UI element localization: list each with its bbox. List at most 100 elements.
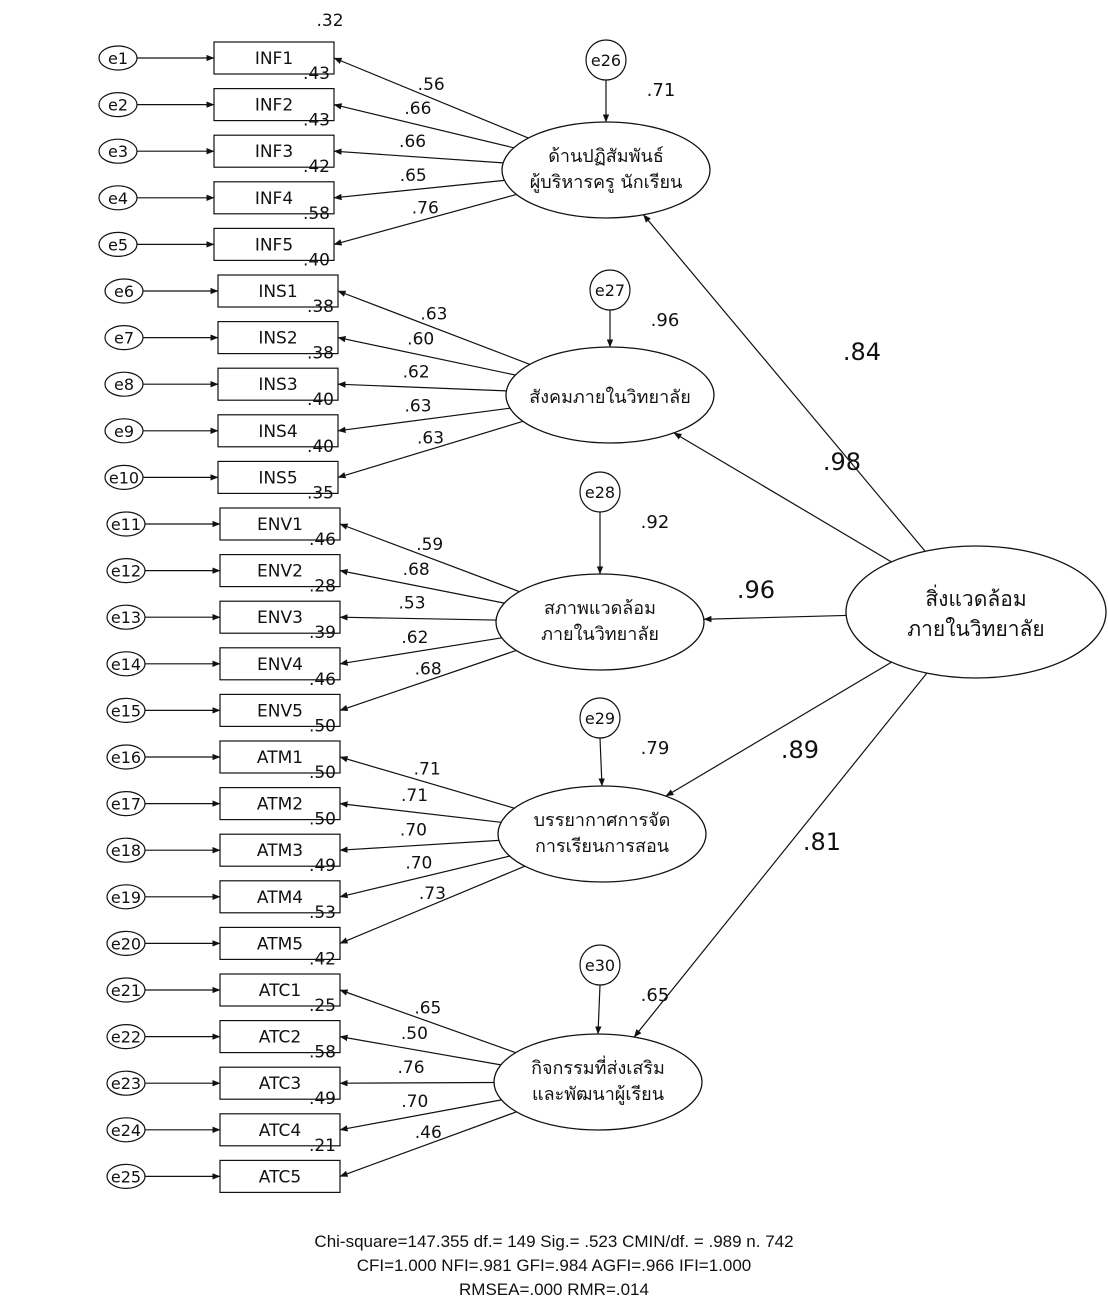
indicator-box [219, 507, 341, 541]
indicator-label: ATC5 [259, 1167, 301, 1187]
error-circle [106, 604, 146, 630]
indicator-r2: .40 [303, 250, 330, 270]
indicator-r2: .42 [303, 157, 330, 177]
first-order-factor-label: สภาพแวดล้อม [544, 598, 656, 619]
loading-arrow [337, 381, 507, 392]
structural-path-coefficient: .84 [843, 338, 881, 366]
indicator-label: INF1 [255, 49, 293, 69]
indicator-label: ENV4 [257, 655, 303, 675]
error-label: e13 [111, 608, 141, 627]
factor-loading: .65 [414, 998, 441, 1018]
indicator-r2: .50 [309, 763, 336, 783]
indicator-r2: .46 [309, 670, 336, 690]
factor-loading: .70 [400, 820, 427, 840]
error-circle [104, 464, 144, 490]
indicator-box [217, 460, 339, 494]
error-label: e3 [108, 142, 128, 161]
indicator-label: ATC1 [259, 981, 301, 1001]
fit-statistics-line-3: RMSEA=.000 RMR=.014 [459, 1280, 649, 1299]
indicator-label: INS2 [258, 329, 297, 349]
indicator-label: ATC3 [259, 1074, 301, 1094]
error-label: e2 [108, 96, 128, 115]
error-label: e16 [111, 748, 141, 767]
indicator-label: ATM3 [257, 841, 303, 861]
loading-arrow [337, 407, 511, 433]
first-order-factor-label: กิจกรรมที่ส่งเสริม [531, 1055, 665, 1079]
factor-loading: .50 [401, 1024, 428, 1044]
indicator-box [219, 740, 341, 774]
indicator-box [219, 553, 341, 588]
disturbance-circle [579, 697, 621, 739]
first-order-factor-label: ภายในวิทยาลัย [541, 623, 659, 645]
error-label: e21 [111, 981, 141, 1000]
indicator-label: ATM2 [257, 795, 303, 815]
indicator-label: INS1 [258, 282, 297, 302]
factor-loading: .63 [420, 305, 447, 325]
factor-loading: .59 [416, 535, 443, 555]
indicator-box [219, 833, 341, 867]
first-order-factor-ellipse [505, 346, 715, 444]
loading-arrow [333, 103, 514, 149]
factor-loading: .70 [401, 1092, 428, 1112]
structural-path-arrow [703, 614, 847, 623]
error-label: e8 [114, 375, 134, 394]
error-label: e5 [108, 235, 128, 254]
indicator-label: ATC4 [259, 1121, 301, 1141]
factor-loading: .66 [404, 99, 431, 119]
error-label: e10 [109, 468, 139, 487]
disturbance-circle [579, 944, 621, 986]
structural-path-coefficient: .89 [781, 736, 819, 764]
error-label: e14 [111, 655, 141, 674]
loading-arrow [339, 1099, 502, 1132]
error-circle [106, 977, 146, 1003]
factor-loading: .71 [401, 786, 428, 806]
factor-loading: .46 [415, 1123, 442, 1143]
indicator-box [219, 647, 341, 681]
error-circle [106, 790, 146, 817]
indicator-label: ATM4 [257, 888, 303, 908]
indicator-label: INF3 [255, 142, 293, 162]
factor-loading: .76 [412, 198, 439, 218]
loading-arrow [339, 637, 502, 666]
structural-path-arrow [633, 672, 928, 1038]
loading-arrow [339, 523, 520, 593]
second-order-factor-label: ภายในวิทยาลัย [907, 617, 1044, 641]
error-label: e12 [111, 562, 141, 581]
indicator-r2: .39 [309, 623, 336, 643]
loading-arrow [339, 1079, 495, 1087]
structural-path-coefficient: .81 [803, 828, 841, 856]
error-circle [104, 371, 144, 397]
factor-loading: .66 [399, 132, 426, 152]
disturbance-label: e30 [585, 956, 615, 975]
structural-path-arrow [665, 661, 892, 797]
factor-loading: .70 [405, 853, 432, 873]
top-value-note: .32 [316, 11, 343, 31]
first-order-factor-ellipse [495, 573, 705, 671]
indicator-box [217, 367, 339, 401]
second-order-factor-label: สิ่งแวดล้อม [925, 584, 1026, 611]
second-order-factor-ellipse [845, 545, 1107, 679]
indicator-r2: .35 [307, 483, 334, 503]
squared-multiple-correlation: .92 [641, 512, 670, 533]
error-circle [106, 1023, 146, 1050]
error-circle [106, 557, 146, 584]
first-order-factor-label: บรรยากาศการจัด [534, 810, 671, 831]
indicator-label: INS5 [258, 468, 297, 488]
indicator-box [217, 321, 339, 355]
factor-loading: .68 [415, 659, 442, 679]
indicator-r2: .50 [309, 716, 336, 736]
error-circle [104, 278, 144, 304]
disturbance-circle [589, 269, 631, 311]
factor-loading: .63 [404, 396, 431, 416]
loading-arrow [339, 614, 497, 621]
indicator-r2: .21 [309, 1136, 336, 1156]
indicator-r2: .49 [309, 1089, 336, 1109]
indicator-box [219, 693, 341, 728]
indicator-label: ATM5 [257, 934, 303, 954]
indicator-label: ATC2 [259, 1028, 301, 1048]
indicator-label: INS3 [258, 375, 297, 395]
indicator-r2: .38 [307, 344, 334, 364]
factor-loading: .63 [417, 428, 444, 448]
factor-loading: .65 [400, 166, 427, 186]
error-label: e1 [108, 49, 128, 68]
